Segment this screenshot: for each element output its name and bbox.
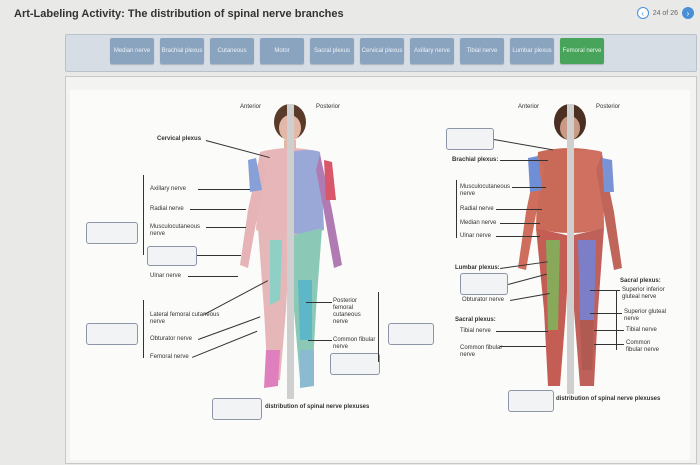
label-cervical-plexus: Cervical plexus <box>157 136 202 142</box>
label-sacral-plexus-right: Sacral plexus: <box>620 278 661 284</box>
label-common-fibular-r: Common fibular nerve <box>460 345 503 358</box>
label-musculocutaneous: Musculocutaneous nerve <box>150 224 201 237</box>
label-musculocutaneous-r: Musculocutaneous nerve <box>460 184 511 197</box>
leader-superior-gluteal <box>590 313 622 314</box>
label-brachial-plexus: Brachial plexus: <box>452 157 499 163</box>
drop-target-left-4[interactable] <box>330 353 380 375</box>
leader-radial <box>190 209 246 210</box>
right-posterior-label: Posterior <box>596 104 621 110</box>
right-body-figure <box>518 104 622 386</box>
leader-common-fibular <box>308 340 332 341</box>
leader-brachial <box>500 160 548 161</box>
bracket-far-right <box>616 290 617 350</box>
label-radial-nerve: Radial nerve <box>150 206 184 212</box>
drop-target-right-3[interactable] <box>508 390 554 412</box>
leader-common-fibular-r <box>500 346 546 347</box>
label-median-nerve-r: Median nerve <box>460 220 497 226</box>
drop-target-left-6[interactable] <box>212 398 262 420</box>
label-tibial-nerve-r: Tibial nerve <box>460 328 491 334</box>
bracket-left <box>143 175 144 255</box>
label-sacral-plexus-r: Sacral plexus: <box>455 317 496 323</box>
label-femoral-nerve: Femoral nerve <box>150 354 189 360</box>
leader-radial-r <box>496 209 542 210</box>
leader-median-r <box>500 223 540 224</box>
label-lumbar-plexus: Lumbar plexus: <box>455 265 500 271</box>
leader-musculocutaneous-r <box>512 187 546 188</box>
label-tile-motor[interactable]: Motor <box>260 38 304 64</box>
label-tile-tibial-nerve[interactable]: Tibial nerve <box>460 38 504 64</box>
label-tiles: Median nerve Brachial plexus Cutaneous M… <box>110 38 604 64</box>
label-common-fibular-far: Common fibular nerve <box>626 340 660 353</box>
right-figure-divider <box>567 104 574 394</box>
label-superior-gluteal: Superior gluteal nerve <box>624 309 667 322</box>
label-axillary-nerve: Axillary nerve <box>150 186 187 192</box>
bracket-right <box>378 292 379 362</box>
label-obturator-nerve-r: Obturator nerve <box>462 297 505 303</box>
next-icon[interactable]: › <box>682 7 694 19</box>
bracket-left-lower <box>143 300 144 358</box>
page-title: Art-Labeling Activity: The distribution … <box>14 8 344 20</box>
label-ulnar-nerve-r: Ulnar nerve <box>460 233 492 239</box>
label-tibial-nerve-far: Tibial nerve <box>626 327 657 333</box>
drop-target-left-2[interactable] <box>147 246 197 266</box>
leader-posterior-femoral <box>306 302 332 303</box>
label-lateral-femoral: Lateral femoral cutaneous nerve <box>150 312 220 325</box>
label-tile-axillary-nerve[interactable]: Axillary nerve <box>410 38 454 64</box>
label-tile-sacral-plexus[interactable]: Sacral plexus <box>310 38 354 64</box>
leader-drop-2 <box>197 255 241 256</box>
label-tile-median-nerve[interactable]: Median nerve <box>110 38 154 64</box>
drop-target-left-1[interactable] <box>86 222 138 244</box>
label-tile-cervical-plexus[interactable]: Cervical plexus <box>360 38 404 64</box>
label-posterior-femoral: Posterior femoral cutaneous nerve <box>333 298 361 325</box>
leader-musculocutaneous <box>206 227 246 228</box>
left-caption: distribution of spinal nerve plexuses <box>265 404 370 410</box>
leader-axillary <box>198 189 250 190</box>
label-tile-lumbar-plexus[interactable]: Lumbar plexus <box>510 38 554 64</box>
label-superior-inferior-gluteal: Superior inferior gluteal nerve <box>622 287 665 300</box>
drop-target-left-5[interactable] <box>388 323 434 345</box>
page-counter: 24 of 26 <box>652 9 678 17</box>
prev-icon[interactable]: ‹ <box>636 7 649 19</box>
leader-ulnar-r <box>496 236 540 237</box>
leader-common-fibular-far <box>594 344 624 345</box>
label-common-fibular: Common fibular nerve <box>333 337 376 350</box>
drop-target-right-2[interactable] <box>460 273 508 295</box>
drop-target-right-1[interactable] <box>446 128 494 150</box>
leader-ulnar <box>188 276 238 277</box>
left-body-figure <box>240 104 342 388</box>
label-tile-femoral-nerve[interactable]: Femoral nerve <box>560 38 604 64</box>
left-anterior-label: Anterior <box>240 104 262 110</box>
left-posterior-label: Posterior <box>316 104 341 110</box>
leader-tibial-far <box>594 330 624 331</box>
label-obturator-nerve: Obturator nerve <box>150 336 193 342</box>
right-caption: distribution of spinal nerve plexuses <box>556 396 661 402</box>
right-anterior-label: Anterior <box>518 104 540 110</box>
label-radial-nerve-r: Radial nerve <box>460 206 494 212</box>
leader-tibial-r <box>496 331 548 332</box>
bracket-right-brachial <box>456 180 457 238</box>
pager: ‹ 24 of 26 › <box>636 7 694 19</box>
left-figure-divider <box>287 104 294 399</box>
label-tile-cutaneous[interactable]: Cutaneous <box>210 38 254 64</box>
label-tile-brachial-plexus[interactable]: Brachial plexus <box>160 38 204 64</box>
drop-target-left-3[interactable] <box>86 323 138 345</box>
label-ulnar-nerve: Ulnar nerve <box>150 273 182 279</box>
leader-superior-inferior <box>590 290 620 291</box>
